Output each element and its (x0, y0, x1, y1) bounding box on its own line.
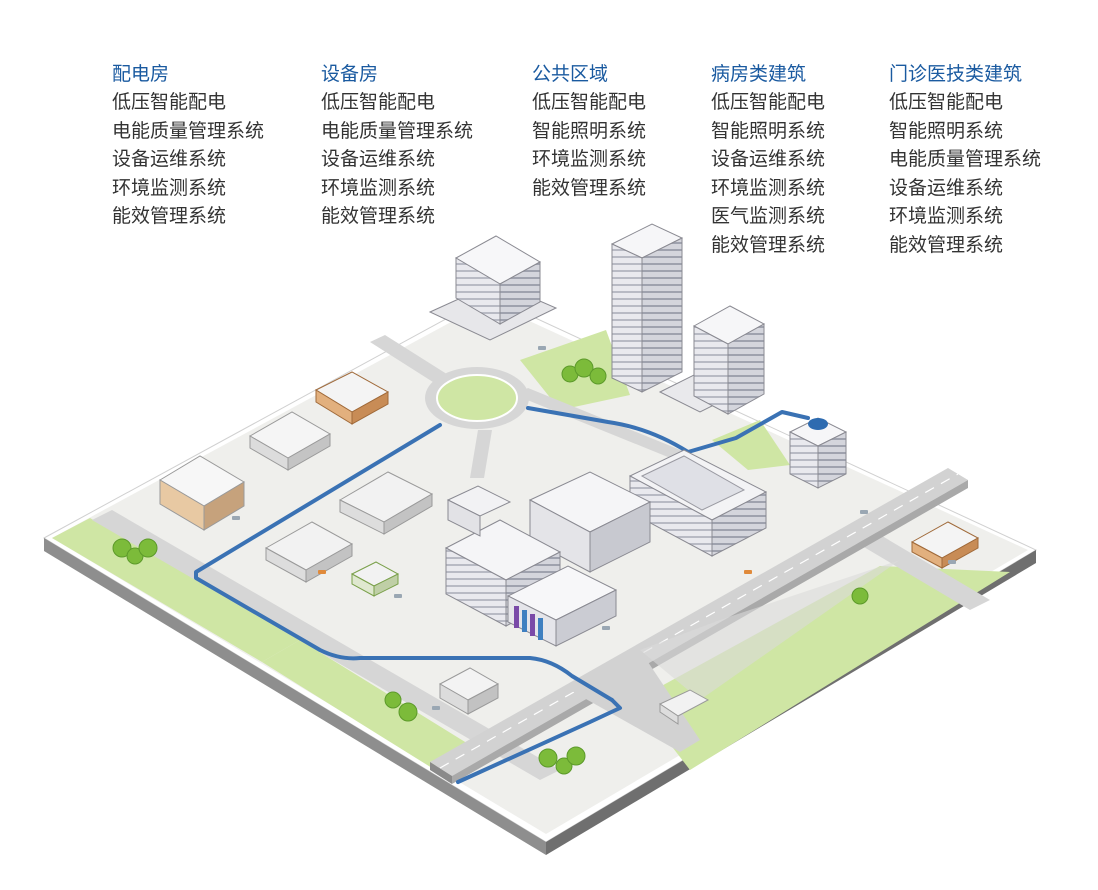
system-item: 智能照明系统 (711, 119, 826, 142)
column-title: 病房类建筑 (711, 63, 807, 85)
cars (232, 346, 956, 710)
system-item: 低压智能配电 (532, 91, 647, 113)
system-item: 环境监测系统 (889, 205, 1004, 227)
system-item: 医气监测系统 (711, 205, 826, 227)
system-item: 设备运维系统 (889, 176, 1004, 199)
ward-tower (658, 305, 766, 415)
system-item: 智能照明系统 (889, 119, 1004, 142)
column-power-room: 配电房 低压智能配电 电能质量管理系统 设备运维系统 环境监测系统 能效管理系统 (112, 60, 264, 231)
warehouse-building (264, 521, 354, 583)
system-item: 环境监测系统 (532, 148, 647, 170)
system-item: 能效管理系统 (711, 233, 826, 256)
system-item: 电能质量管理系统 (889, 148, 1042, 170)
power-room-building (159, 455, 245, 531)
elevated-highway (430, 468, 968, 784)
system-item: 环境监测系统 (112, 176, 227, 199)
toll-booth-building (658, 689, 710, 725)
office-building-top (428, 235, 558, 341)
trees (112, 358, 869, 775)
system-item: 能效管理系统 (112, 205, 227, 227)
equipment-room-building (248, 411, 332, 471)
system-item: 智能照明系统 (532, 119, 647, 142)
boiler-building (438, 667, 500, 715)
system-item: 能效管理系统 (321, 205, 436, 227)
system-item: 能效管理系统 (889, 233, 1004, 256)
column-public-area: 公共区域 低压智能配电 智能照明系统 环境监测系统 能效管理系统 (532, 60, 646, 202)
system-item: 低压智能配电 (711, 91, 826, 113)
warehouse-building-2 (338, 471, 434, 535)
system-item: 设备运维系统 (711, 148, 826, 170)
system-item: 低压智能配电 (321, 91, 436, 113)
system-item: 能效管理系统 (532, 176, 647, 199)
system-item: 环境监测系统 (711, 176, 826, 199)
roundabout (425, 367, 529, 429)
column-title: 设备房 (321, 63, 379, 85)
column-title: 门诊医技类建筑 (889, 63, 1023, 85)
system-item: 低压智能配电 (889, 91, 1004, 113)
roads (92, 335, 990, 780)
system-item: 设备运维系统 (321, 148, 436, 170)
system-item: 电能质量管理系统 (321, 119, 474, 142)
small-building-orange-trim (314, 371, 390, 425)
round-tower-building (788, 417, 848, 489)
outpatient-tower (610, 223, 684, 393)
column-title: 配电房 (112, 63, 170, 85)
system-item: 电能质量管理系统 (112, 119, 265, 142)
system-item: 低压智能配电 (112, 91, 227, 113)
system-item: 设备运维系统 (112, 148, 227, 170)
system-item: 环境监测系统 (321, 176, 436, 199)
column-outpatient-buildings: 门诊医技类建筑 低压智能配电 智能照明系统 电能质量管理系统 设备运维系统 环境… (889, 60, 1041, 259)
column-title: 公共区域 (532, 63, 609, 85)
gatehouse-building (350, 561, 400, 597)
main-hospital-complex (444, 449, 768, 647)
cable-network (194, 406, 810, 784)
column-ward-buildings: 病房类建筑 低压智能配电 智能照明系统 设备运维系统 环境监测系统 医气监测系统… (711, 60, 825, 259)
column-equipment-room: 设备房 低压智能配电 电能质量管理系统 设备运维系统 环境监测系统 能效管理系统 (321, 60, 473, 231)
grass-areas (52, 330, 1010, 770)
